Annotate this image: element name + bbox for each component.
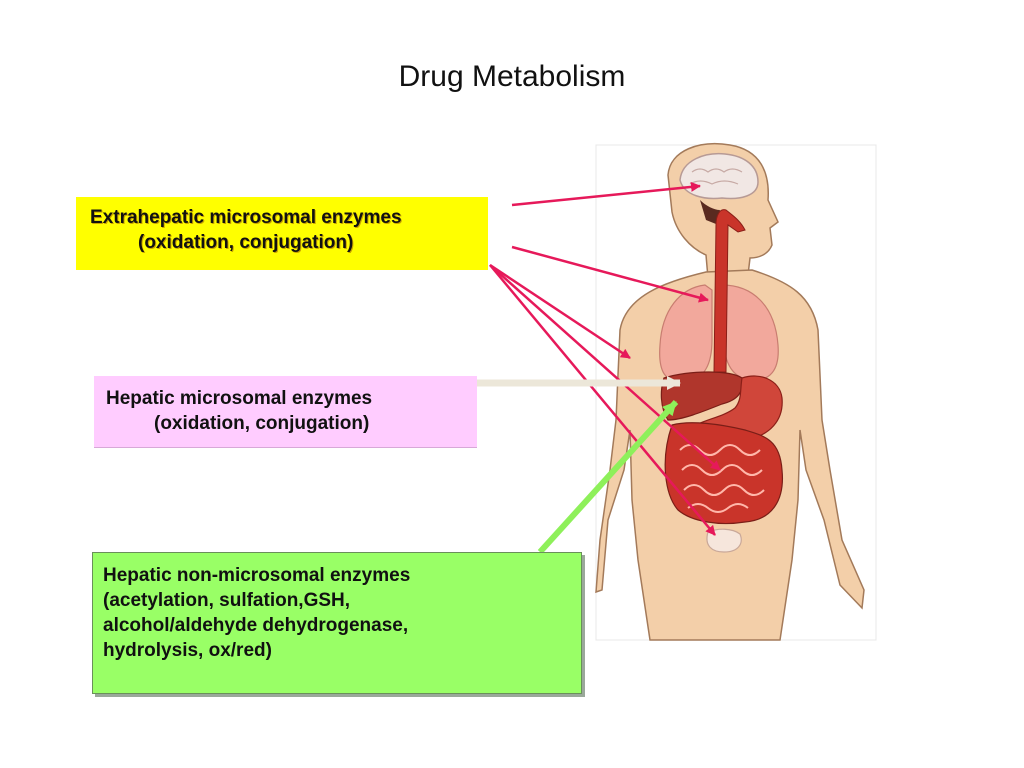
arrow-hepatic-nonmicrosomal (537, 399, 679, 555)
extrahepatic-line2: (oxidation, conjugation) (138, 232, 354, 253)
arrow-to-bladder (489, 264, 716, 536)
hepatic-nonmicrosomal-box: Hepatic non-microsomal enzymes (acetylat… (92, 552, 582, 694)
brain (679, 152, 759, 200)
arrow-to-torso (489, 263, 631, 360)
left-lung (659, 284, 713, 383)
arrow-to-lungs (511, 245, 709, 303)
hepatic-microsomal-line1: Hepatic microsomal enzymes (106, 388, 373, 409)
arrow-to-brain (511, 181, 701, 207)
right-lung (721, 284, 779, 381)
hepatic-microsomal-box: Hepatic microsomal enzymes (oxidation, c… (94, 376, 477, 448)
hepatic-nonmicrosomal-line4: hydrolysis, ox/red) (103, 640, 272, 661)
hepatic-nonmicrosomal-line3: alcohol/aldehyde dehydrogenase, (103, 615, 409, 636)
brainstem (700, 200, 720, 224)
extrahepatic-box: Extrahepatic microsomal enzymes (oxidati… (76, 197, 488, 270)
extrahepatic-line1: Extrahepatic microsomal enzymes (90, 207, 402, 228)
hepatic-microsomal-line2: (oxidation, conjugation) (154, 413, 370, 434)
page-title: Drug Metabolism (398, 60, 626, 93)
hepatic-nonmicrosomal-line2: (acetylation, sulfation,GSH, (103, 590, 351, 611)
esophagus (713, 209, 746, 373)
extrahepatic-arrows (489, 181, 721, 536)
arrow-to-intestines (489, 264, 721, 471)
hepatic-nonmicrosomal-line1: Hepatic non-microsomal enzymes (103, 565, 411, 586)
